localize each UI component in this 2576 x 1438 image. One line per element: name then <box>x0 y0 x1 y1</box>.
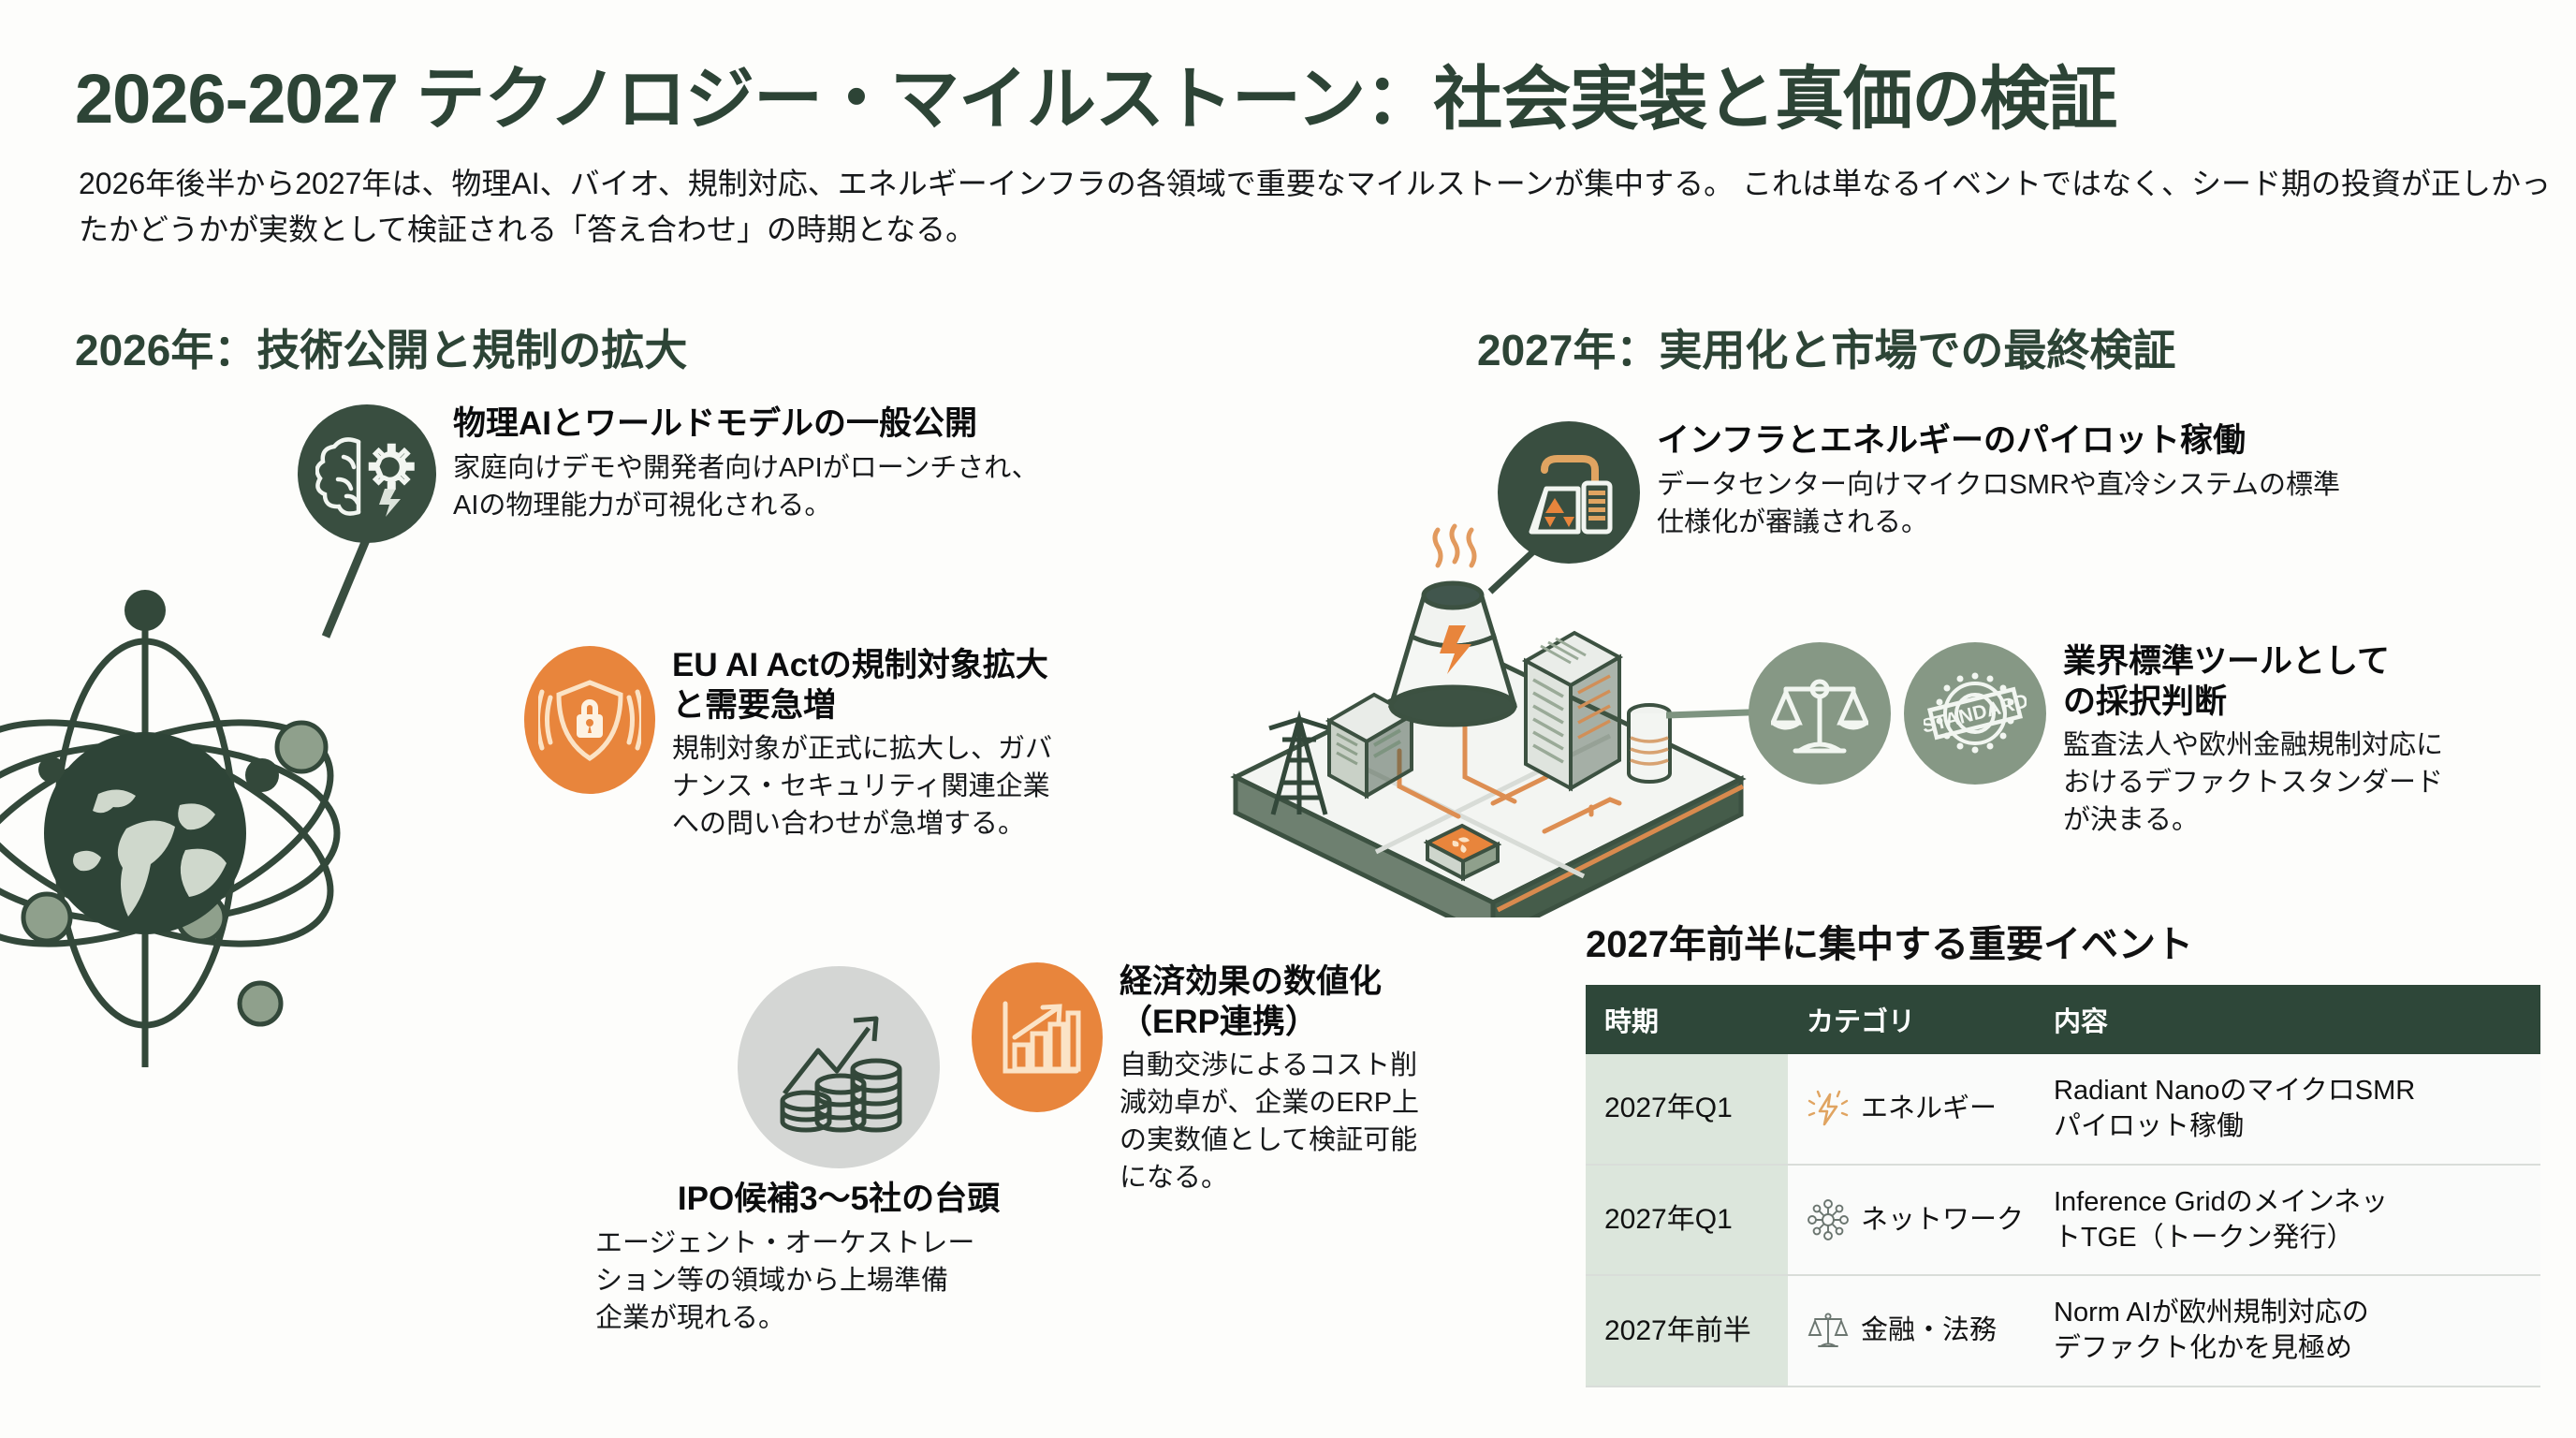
column-header-period: 時期 <box>1586 985 1788 1054</box>
scales-icon <box>1807 1309 1850 1352</box>
coins-growth-icon <box>738 966 940 1168</box>
callout-body: 監査法人や欧州金融規制対応に おけるデファクトスタンダード が決まる。 <box>2063 730 2444 836</box>
events-table-section: 2027年前半に集中する重要イベント 時期 カテゴリ 内容 2027年Q1 <box>1586 914 2540 1387</box>
callout-title: インフラとエネルギーのパイロット稼働 <box>1657 422 2246 459</box>
cell-category-label: 金融・法務 <box>1861 1315 1998 1346</box>
cell-period: 2027年前半 <box>1586 1275 1788 1387</box>
cell-category-label: ネットワーク <box>1861 1204 2025 1235</box>
callout-body: 家庭向けデモや開発者向けAPIがローンチされ、 AIの物理能力が可視化される。 <box>453 452 1039 521</box>
cell-content: Norm AIが欧州規制対応の デファクト化かを見極め <box>2035 1275 2540 1387</box>
callout-title: 業界標準ツールとして の採択判断 <box>2063 643 2390 720</box>
cell-content: Radiant NanoのマイクロSMR パイロット稼働 <box>2035 1054 2540 1166</box>
section-heading-2027: 2027年：実用化と市場での最終検証 <box>1477 326 2176 374</box>
lightning-bolt-icon <box>1807 1087 1850 1130</box>
bar-chart-up-icon <box>972 962 1103 1112</box>
callout-title: EU AI Actの規制対象拡大 と需要急増 <box>672 647 1048 724</box>
callout-ipo: IPO候補3〜5社の台頭 エージェント・オーケストレー ション等の領域から上場準… <box>595 966 1082 1337</box>
table-title: 2027年前半に集中する重要イベント <box>1586 924 2193 965</box>
standard-icon-pair: STANDARD <box>1749 642 2046 785</box>
cell-category-label: エネルギー <box>1861 1093 1998 1124</box>
table-row: 2027年Q1 <box>1586 1164 2540 1277</box>
callout-connector-line <box>321 524 377 638</box>
callout-body: データセンター向けマイクロSMRや直冷システムの標準 仕様化が審議される。 <box>1657 469 2340 537</box>
cell-period: 2027年Q1 <box>1586 1054 1788 1166</box>
callout-standard-adoption: STANDARD 業界標準ツールとして の採択判断 監査法人や欧州金融規制対応に… <box>1749 642 2572 839</box>
table-row: 2027年Q1 <box>1586 1054 2540 1166</box>
scales-icon <box>1749 642 1891 785</box>
callout-physical-ai: 物理AIとワールドモデルの一般公開 家庭向けデモや開発者向けAPIがローンチされ… <box>298 404 1159 543</box>
callout-title: IPO候補3〜5社の台頭 <box>677 1181 1001 1217</box>
cell-category: 金融・法務 <box>1788 1275 2035 1387</box>
table-body: 2027年Q1 <box>1586 1054 2540 1387</box>
callout-body: エージェント・オーケストレー ション等の領域から上場準備 企業が現れる。 <box>595 1227 975 1333</box>
cell-category: ネットワーク <box>1788 1164 2035 1277</box>
network-node-icon <box>1807 1198 1850 1241</box>
events-table: 時期 カテゴリ 内容 2027年Q1 <box>1586 985 2540 1387</box>
cell-period: 2027年Q1 <box>1586 1164 1788 1277</box>
column-header-content: 内容 <box>2035 985 2540 1054</box>
callout-title: 経済効果の数値化 （ERP連携） <box>1120 963 1383 1040</box>
cell-category: エネルギー <box>1788 1054 2035 1166</box>
shield-lock-icon <box>524 646 655 794</box>
callout-erp: 経済効果の数値化 （ERP連携） 自動交渉によるコスト削 減効卓が、企業のERP… <box>972 962 1515 1196</box>
callout-infra-energy: インフラとエネルギーのパイロット稼働 データセンター向けマイクロSMRや直冷シス… <box>1498 421 2576 564</box>
page-subtitle: 2026年後半から2027年は、物理AI、バイオ、規制対応、エネルギーインフラの… <box>79 167 2552 246</box>
table-header-row: 時期 カテゴリ 内容 <box>1586 985 2540 1054</box>
callout-title: 物理AIとワールドモデルの一般公開 <box>453 405 978 442</box>
callout-eu-ai-act: EU AI Actの規制対象拡大 と需要急増 規制対象が正式に拡大し、ガバ ナン… <box>524 646 1273 843</box>
standard-stamp-icon: STANDARD <box>1904 642 2046 785</box>
table-row: 2027年前半 <box>1586 1275 2540 1387</box>
cell-content: Inference Gridのメインネッ トTGE（トークン発行） <box>2035 1164 2540 1277</box>
page-title: 2026-2027 テクノロジー・マイルストーン：社会実装と真価の検証 <box>75 60 2117 138</box>
callout-body: 規制対象が正式に拡大し、ガバ ナンス・セキュリティ関連企業 への問い合わせが急増… <box>672 734 1053 840</box>
nuclear-plant-icon <box>1498 421 1640 564</box>
column-header-category: カテゴリ <box>1788 985 2035 1054</box>
isometric-energy-infrastructure-illustration <box>1230 523 1747 917</box>
atom-globe-illustration <box>0 590 341 1067</box>
table-header: 時期 カテゴリ 内容 <box>1586 985 2540 1054</box>
section-heading-2026: 2026年：技術公開と規制の拡大 <box>75 326 688 374</box>
callout-body: 自動交渉によるコスト削 減効卓が、企業のERP上 の実数値として検証可能 になる… <box>1120 1050 1420 1194</box>
brain-gear-icon <box>298 404 436 543</box>
